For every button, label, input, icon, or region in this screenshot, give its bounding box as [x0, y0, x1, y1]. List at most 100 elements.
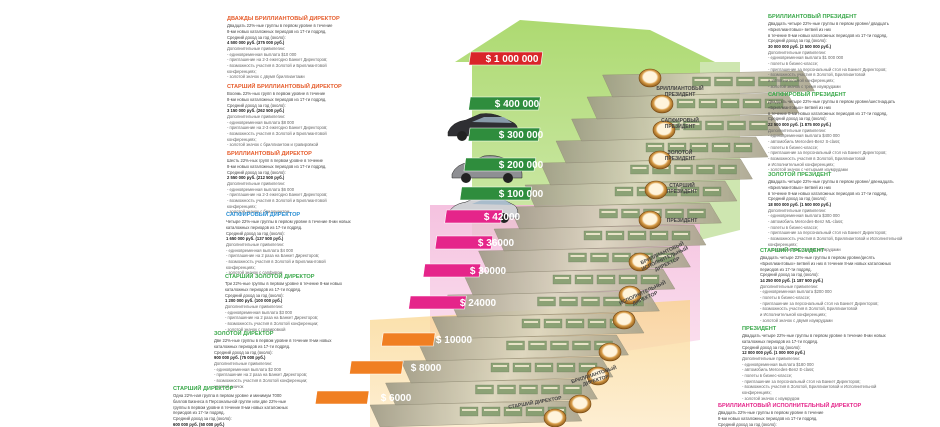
- money-sign-plate: [463, 157, 537, 172]
- money-bundle-icon: [621, 208, 640, 219]
- rank-income: 3 150 000 руб. (262 500 руб.): [227, 108, 285, 114]
- rank-description-line: 8-ми новых каталожных периодов из 17-ти …: [227, 29, 327, 35]
- privilege-item: - полеты в бизнес-классе;: [760, 295, 811, 301]
- money-band-icon: [546, 321, 560, 323]
- money-band-icon: [590, 321, 604, 323]
- car-wheel: [461, 173, 471, 183]
- rank-description-line: каталожных периодов из 17-ти подряд.: [225, 287, 302, 293]
- money-sign-plate: [408, 295, 467, 310]
- privilege-item: - золотой значок с изумрудом: [742, 395, 800, 401]
- step-label-brilliant-president: БРИЛЛИАНТОВЫЙ ПРЕЗИДЕНТ: [656, 86, 704, 98]
- money-sign-plate: [434, 235, 494, 250]
- money-sign-label: $ 1 000 000: [486, 54, 539, 65]
- rank-description-line: в течение 8-ми новых каталожных периодов…: [768, 190, 888, 196]
- money-bundle-icon: [563, 384, 582, 395]
- money-sign-plate: [467, 127, 541, 142]
- rank-description-line: Средний доход за год (около):: [718, 421, 777, 427]
- money-sign-label: $ 24000: [460, 298, 497, 309]
- rank-income: 600 000 руб. (50 000 руб.): [173, 421, 225, 427]
- privilege-item: - единовременная выплата $2 000: [214, 366, 282, 372]
- money-band-icon: [617, 189, 631, 191]
- privilege-item: - полеты в бизнес-классе;: [768, 61, 819, 67]
- money-band-icon: [701, 101, 715, 103]
- money-band-icon: [648, 145, 662, 147]
- rank-income: 4 500 000 руб. (375 000 руб.): [227, 40, 285, 46]
- rank-description-line: 8-ми новых каталожных периодов из 17-ти …: [227, 164, 327, 170]
- privilege-item: конференциях;: [227, 203, 257, 209]
- privilege-item: - золотой значок с тремя изумрудами: [768, 83, 841, 89]
- rank-description-line: Средний доход за год (около):: [768, 196, 827, 202]
- ring-icon: [652, 120, 676, 140]
- money-sign-plate: [468, 51, 544, 66]
- rank-income: 900 000 руб. (75 000 руб.): [214, 355, 266, 361]
- car-wheel: [457, 131, 467, 141]
- privilege-item: - приглашение на 2 раза на Банкет Директ…: [225, 315, 319, 321]
- privilege-item: - единовременная выплата $3 000: [225, 309, 293, 315]
- money-sign: $ 10000: [381, 332, 473, 347]
- money-band-icon: [543, 387, 558, 389]
- privilege-item: - возможность участия в Золотой, Бриллиа…: [768, 236, 903, 242]
- money-sign: $ 36000: [434, 235, 515, 250]
- privilege-item: - автомобиль Mercedes-Benz ML-class;: [768, 219, 844, 225]
- ring-icon: [618, 285, 642, 305]
- money-bundle-icon: [521, 318, 541, 329]
- rank-description-line: группы в первом уровне в течение 8-ми но…: [173, 404, 288, 410]
- rank-title: САПФИРОВЫЙ ПРЕЗИДЕНТ: [768, 92, 846, 98]
- privilege-item: - золотой значок с бриллиантом и гравиро…: [227, 142, 319, 148]
- money-bundle-icon: [612, 252, 631, 263]
- privilege-item: - единовременная выплата $1 000 000: [768, 55, 844, 61]
- privileges-heading: Дополнительные привилегии:: [768, 49, 826, 55]
- money-sign-label: $ 30000: [470, 266, 507, 277]
- money-band-icon: [521, 387, 536, 389]
- money-band-icon: [508, 343, 523, 345]
- rank-title: САПФИРОВЫЙ ДИРЕКТОР: [226, 212, 301, 218]
- privilege-item: - единовременная выплата $180 000: [742, 361, 814, 367]
- privileges-heading: Дополнительные привилегии:: [760, 283, 818, 289]
- money-band-icon: [506, 409, 520, 411]
- money-bundle-icon: [627, 230, 647, 241]
- money-sign-plate: [349, 360, 404, 375]
- money-band-icon: [528, 409, 542, 411]
- money-band-icon: [614, 255, 629, 257]
- rank-title: ДВАЖДЫ БРИЛЛИАНТОВЫЙ ДИРЕКТОР: [227, 16, 340, 22]
- ring-icon: [648, 150, 672, 170]
- money-bundle-icon: [490, 362, 510, 373]
- money-bundle-icon: [568, 252, 587, 263]
- privilege-item: - единовременная выплата $6 000: [227, 186, 295, 192]
- money-band-icon: [583, 299, 598, 301]
- money-band-icon: [570, 255, 585, 257]
- money-bundle-icon: [733, 142, 753, 153]
- privilege-item: и Исполнительной конференциях;: [760, 312, 827, 318]
- money-bundle-icon: [543, 318, 563, 329]
- money-bundle-icon: [565, 318, 585, 329]
- privilege-item: конференциях;: [227, 68, 257, 74]
- money-band-icon: [705, 189, 719, 191]
- money-sign: $ 6000: [314, 390, 412, 405]
- money-bundle-icon: [649, 230, 669, 241]
- rank-income: 22 500 000 руб. (1 875 000 руб.): [768, 122, 832, 128]
- money-band-icon: [581, 365, 595, 367]
- privilege-item: - полеты в бизнес-классе;: [768, 144, 819, 150]
- money-sign-label: $ 100 000: [499, 189, 544, 200]
- money-bundle-icon: [674, 164, 693, 175]
- rank-description-line: Три 22%-ные группы в первом уровне в теч…: [225, 281, 343, 287]
- money-bundle-icon: [680, 186, 700, 197]
- rank-description-line: Двадцать четыре 22%-ные группы в первом …: [768, 179, 894, 185]
- money-signs: $ 1 000 000$ 400 000$ 300 000$ 200 000$ …: [314, 51, 544, 405]
- money-bundle-icon: [587, 318, 607, 329]
- privilege-item: - возможность участия в Золотой конферен…: [225, 321, 319, 327]
- ring-icon: [644, 180, 668, 200]
- rank-description-line: Средний доход за год (около):: [227, 169, 286, 175]
- privilege-item: - единовременная выплата $4 000: [226, 247, 294, 253]
- money-band-icon: [555, 277, 569, 279]
- money-bundle-icon: [720, 98, 740, 109]
- money-bundle-icon: [676, 98, 696, 109]
- money-band-icon: [716, 79, 731, 81]
- money-bundle-icon: [590, 252, 609, 263]
- ring-icon: [638, 210, 662, 230]
- money-band-icon: [720, 167, 735, 169]
- money-band-icon: [694, 79, 709, 81]
